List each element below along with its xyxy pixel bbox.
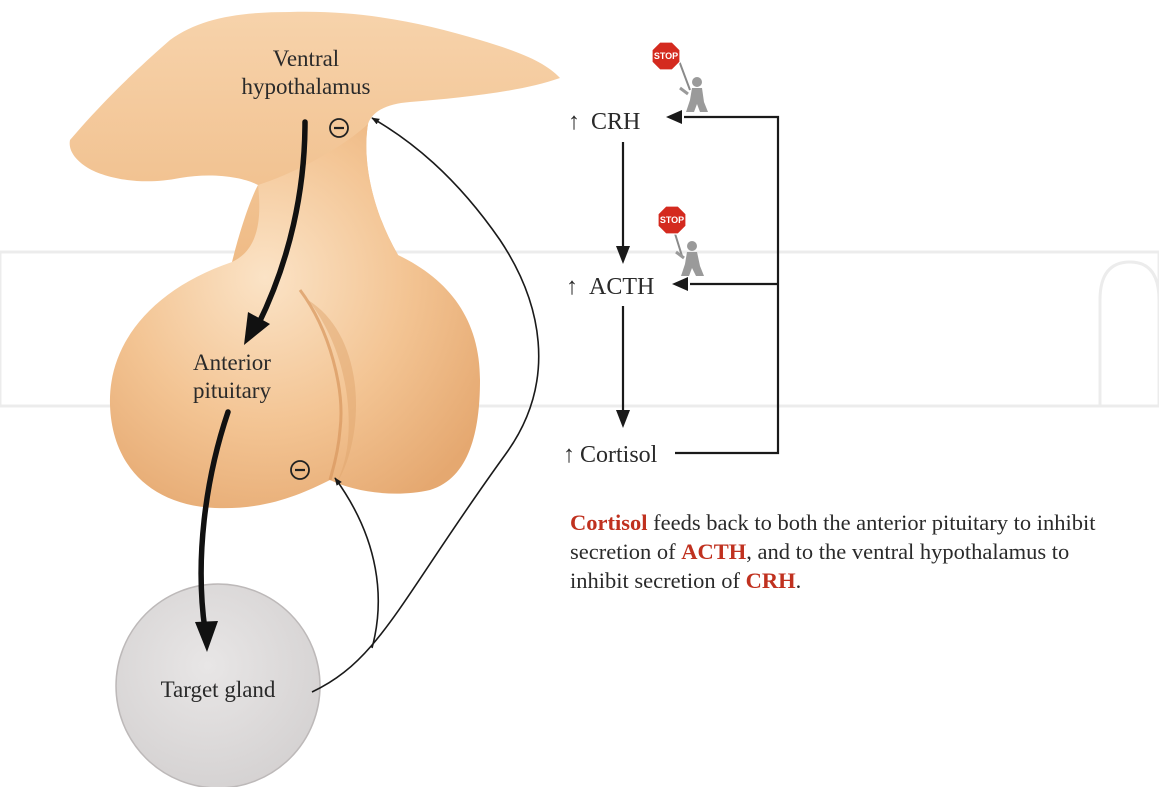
stop-sign-figure-acth: STOP <box>658 206 704 276</box>
feedback-to-pituitary <box>335 478 378 648</box>
cortisol-label: Cortisol <box>580 442 658 468</box>
acth-up-arrow: ↑ <box>566 274 578 300</box>
caption-cortisol: Cortisol <box>570 510 648 535</box>
caption-crh: CRH <box>746 568 796 593</box>
anterior-pituitary-label-line1: Anterior <box>193 350 271 375</box>
pituitary-tissue <box>110 124 480 508</box>
stop-sign-figure-crh: STOP <box>652 42 708 112</box>
stop-sign-crh-text: STOP <box>654 51 678 61</box>
caption-text-3: . <box>796 568 802 593</box>
stop-sign-acth-text: STOP <box>660 215 684 225</box>
crh-label: CRH <box>591 109 640 135</box>
ventral-hypothalamus-label-line1: Ventral <box>273 46 339 71</box>
anterior-pituitary-label-line2: pituitary <box>193 378 271 403</box>
caption-acth: ACTH <box>681 539 746 564</box>
crh-up-arrow: ↑ <box>568 109 580 135</box>
cascade-feedback-loop <box>666 110 778 453</box>
target-gland-label: Target gland <box>161 677 276 702</box>
cortisol-up-arrow: ↑ <box>563 442 575 468</box>
caption: Cortisol feeds back to both the anterior… <box>570 508 1130 595</box>
ventral-hypothalamus-label-line2: hypothalamus <box>241 74 370 99</box>
acth-label: ACTH <box>589 274 654 300</box>
